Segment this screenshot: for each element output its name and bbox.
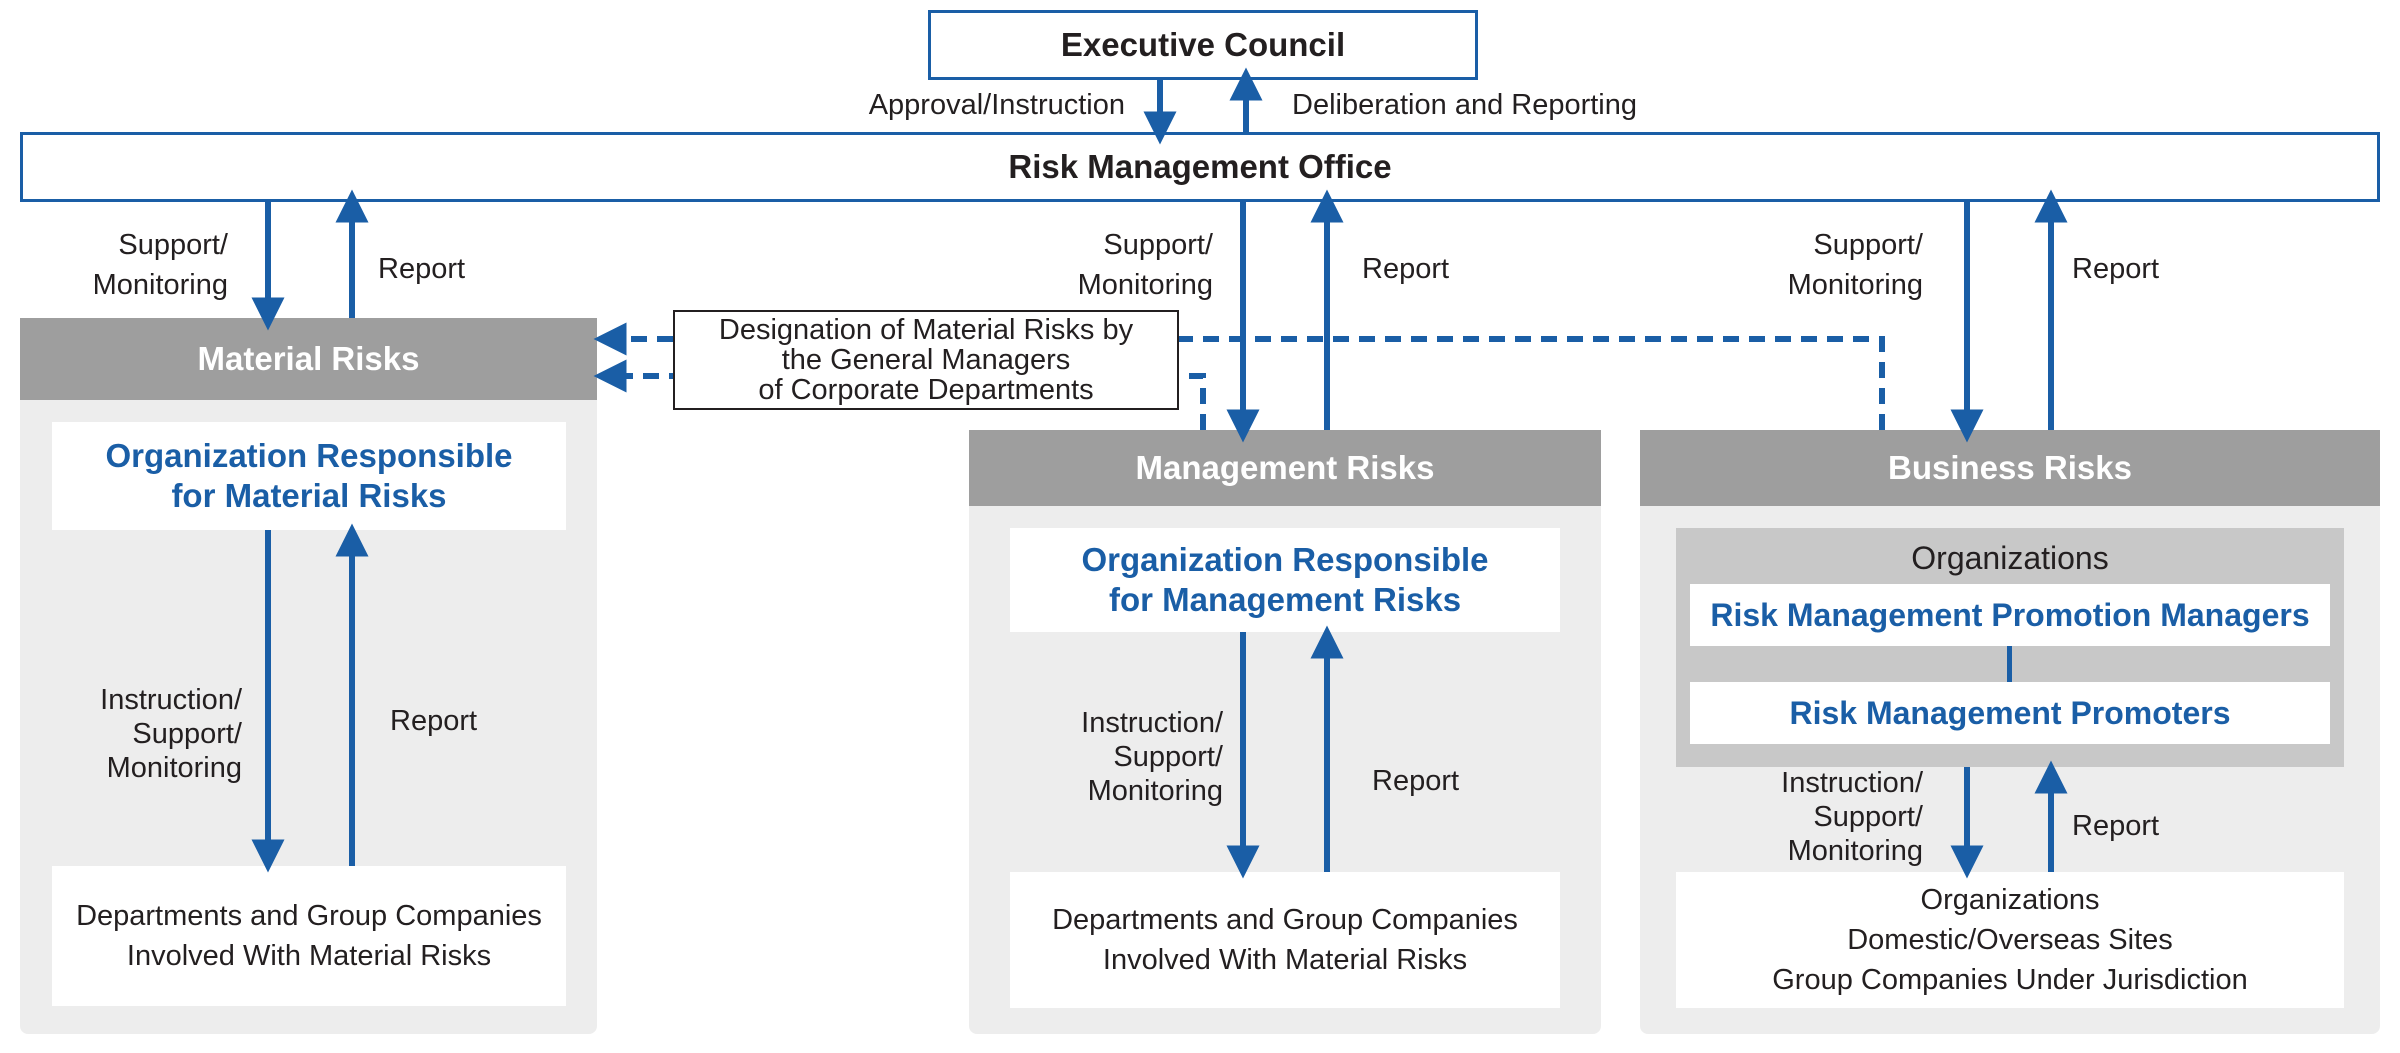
designation-box: Designation of Material Risks by the Gen… [673, 310, 1179, 410]
executive-council-box: Executive Council [928, 10, 1478, 80]
business-support-line1: Support/ [1813, 229, 1923, 261]
material-instruction-line2: Support/ [132, 718, 242, 750]
promotion-managers-label: Risk Management Promotion Managers [1710, 596, 2310, 633]
material-departments-line2: Involved With Material Risks [126, 940, 492, 972]
management-risks-title: Management Risks [1135, 449, 1435, 486]
designation-line1: Designation of Material Risks by [718, 314, 1134, 346]
management-org-box: Organization Responsible for Management … [1010, 528, 1560, 632]
material-risks-title: Material Risks [197, 340, 420, 377]
management-org-line2: for Management Risks [1108, 581, 1462, 618]
designation-line3: of Corporate Departments [758, 374, 1094, 406]
management-support-line2: Monitoring [1077, 269, 1213, 301]
business-instruction-label: Instruction/ Support/ Monitoring [1730, 766, 1923, 868]
management-instruction-line3: Monitoring [1087, 775, 1223, 807]
material-org-line2: for Material Risks [171, 477, 447, 514]
business-bottom-line2: Domestic/Overseas Sites [1847, 924, 2173, 956]
promotion-connector [2007, 646, 2012, 682]
promotion-managers-box: Risk Management Promotion Managers [1690, 584, 2330, 646]
management-departments-line2: Involved With Material Risks [1102, 944, 1468, 976]
management-instruction-line2: Support/ [1113, 741, 1223, 773]
material-support-line1: Support/ [118, 229, 228, 261]
material-instruction-line1: Instruction/ [100, 684, 242, 716]
management-report-label: Report [1362, 253, 1450, 285]
business-bottom-line3: Group Companies Under Jurisdiction [1772, 964, 2248, 996]
business-organizations-label: Organizations [1911, 540, 2109, 576]
material-inner-report-label: Report [390, 705, 478, 737]
promoters-box: Risk Management Promoters [1690, 682, 2330, 744]
management-org-line1: Organization Responsible [1081, 541, 1489, 578]
management-instruction-label: Instruction/ Support/ Monitoring [1020, 706, 1223, 808]
material-support-label: Support/ Monitoring [40, 225, 228, 305]
business-risks-header: Business Risks [1640, 430, 2380, 506]
management-departments-line1: Departments and Group Companies [1052, 904, 1518, 936]
material-org-line1: Organization Responsible [105, 437, 513, 474]
approval-instruction-label: Approval/Instruction [868, 89, 1125, 121]
material-instruction-line3: Monitoring [106, 752, 242, 784]
business-support-line2: Monitoring [1787, 269, 1923, 301]
management-instruction-line1: Instruction/ [1081, 707, 1223, 739]
promoters-label: Risk Management Promoters [1789, 694, 2231, 731]
management-departments-box: Departments and Group Companies Involved… [1010, 872, 1560, 1008]
management-support-line1: Support/ [1103, 229, 1213, 261]
management-risks-header: Management Risks [969, 430, 1601, 506]
risk-management-office-label: Risk Management Office [1008, 148, 1392, 185]
risk-management-office-box: Risk Management Office [20, 132, 2380, 202]
business-instruction-line2: Support/ [1813, 801, 1923, 833]
material-risks-header: Material Risks [20, 318, 597, 400]
business-inner-report-label: Report [2072, 810, 2160, 842]
material-departments-box: Departments and Group Companies Involved… [52, 866, 566, 1006]
management-inner-report-label: Report [1372, 765, 1460, 797]
executive-council-label: Executive Council [1060, 26, 1346, 63]
business-bottom-line1: Organizations [1920, 884, 2100, 916]
material-instruction-label: Instruction/ Support/ Monitoring [40, 683, 242, 785]
deliberation-reporting-label: Deliberation and Reporting [1292, 89, 1637, 121]
material-support-line2: Monitoring [92, 269, 228, 301]
business-bottom-box: Organizations Domestic/Overseas Sites Gr… [1676, 872, 2344, 1008]
designation-line2: the General Managers [781, 344, 1071, 376]
business-risks-title: Business Risks [1888, 449, 2132, 486]
material-org-box: Organization Responsible for Material Ri… [52, 422, 566, 530]
business-support-label: Support/ Monitoring [1730, 225, 1923, 305]
business-instruction-line1: Instruction/ [1781, 767, 1923, 799]
business-report-label: Report [2072, 253, 2160, 285]
material-departments-line1: Departments and Group Companies [76, 900, 542, 932]
management-support-label: Support/ Monitoring [1020, 225, 1213, 305]
business-instruction-line3: Monitoring [1787, 835, 1923, 867]
material-report-label: Report [378, 253, 466, 285]
